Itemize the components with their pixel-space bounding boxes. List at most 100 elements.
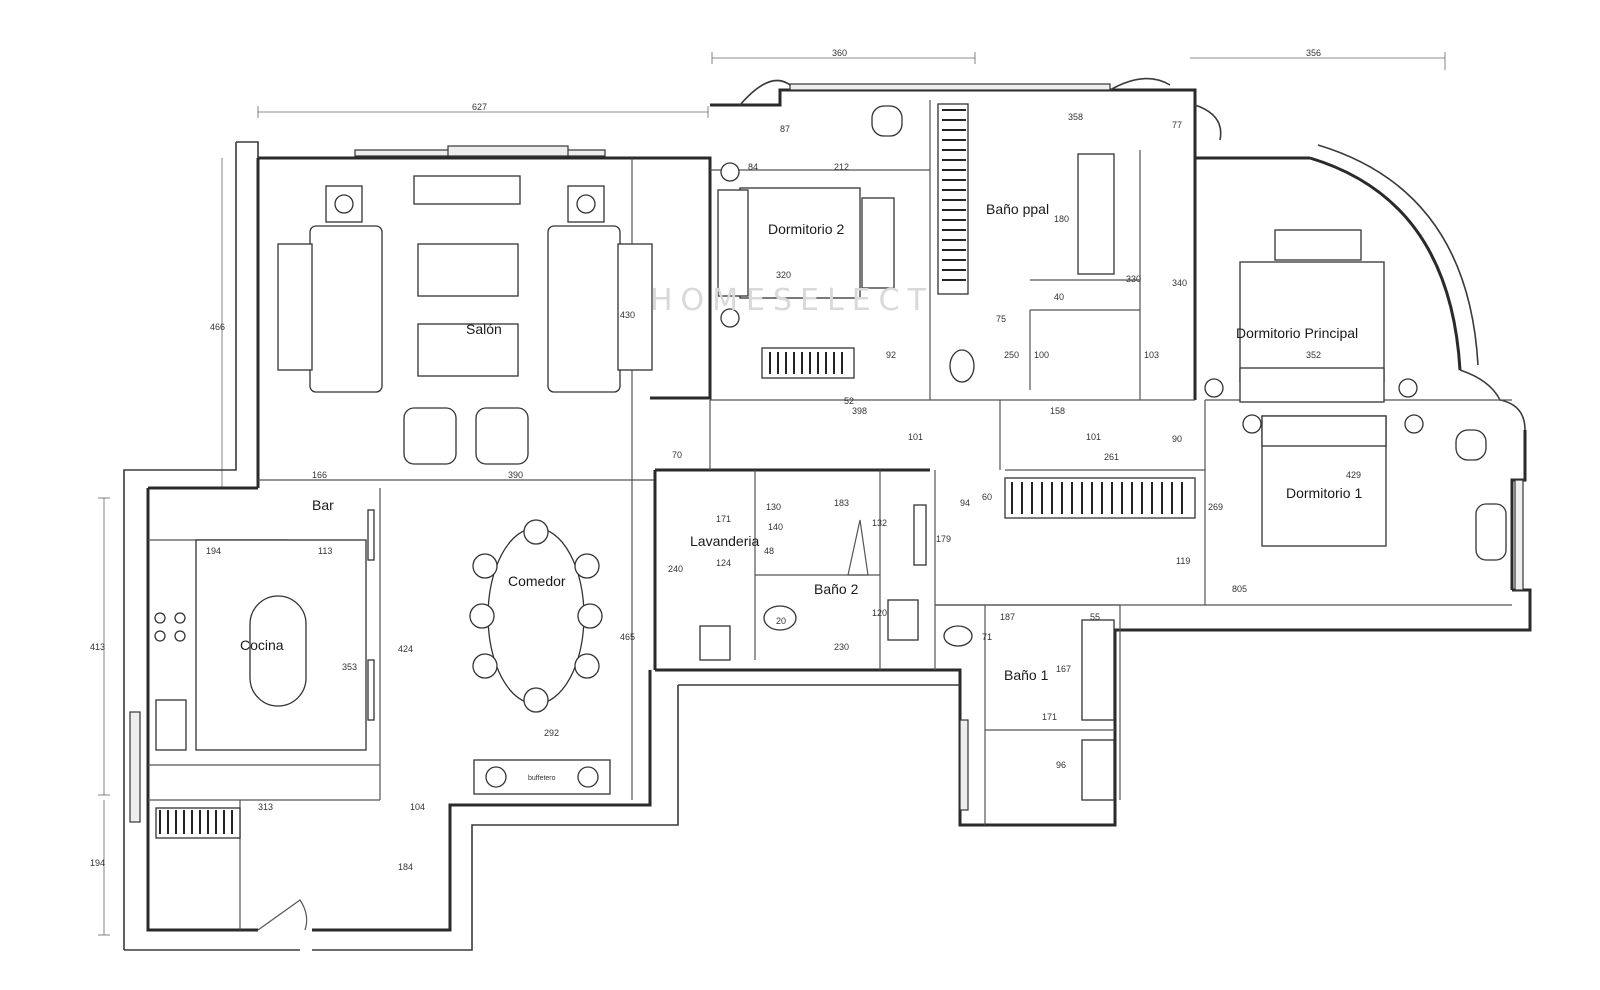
dining-furniture — [469, 519, 611, 795]
closet-2 — [761, 347, 855, 379]
toilet-bano1 — [943, 625, 973, 647]
dim-label: 171 — [1042, 712, 1057, 722]
dim-label: 120 — [872, 608, 887, 618]
dim-label: 340 — [1172, 278, 1187, 288]
dim-label: 20 — [776, 616, 786, 626]
armchair-1 — [1455, 429, 1487, 461]
dim-label: 184 — [398, 862, 413, 872]
dim-label: 194 — [90, 858, 105, 868]
room-label-lavanderia: Lavanderia — [690, 533, 759, 549]
dim-label: 124 — [716, 558, 731, 568]
dim-label: 75 — [996, 314, 1006, 324]
bed-principal-foot — [1239, 367, 1385, 403]
dim-label: 230 — [834, 642, 849, 652]
dim-label: 627 — [472, 102, 487, 112]
dim-label: 429 — [1346, 470, 1361, 480]
sofa-left-back — [277, 243, 313, 371]
lamp-icon — [334, 194, 354, 214]
toilet — [949, 349, 975, 383]
armchair-left — [403, 407, 457, 465]
dim-label: 40 — [1054, 292, 1064, 302]
dim-label: 353 — [342, 662, 357, 672]
room-label-bano-2: Baño 2 — [814, 581, 859, 597]
dim-label: 358 — [1068, 112, 1083, 122]
dim-label: 119 — [1176, 556, 1190, 566]
room-label-dormitorio-principal: Dormitorio Principal — [1236, 325, 1358, 341]
entry-door — [257, 899, 308, 931]
salon-furniture — [277, 175, 653, 465]
bar-door — [367, 509, 375, 561]
dim-label: 166 — [312, 470, 327, 480]
dim-label: 77 — [1172, 120, 1182, 130]
bed-principal — [1239, 261, 1385, 383]
lamp-icon — [576, 194, 596, 214]
dormitorio2-furniture — [717, 103, 1115, 383]
dim-label: 140 — [768, 522, 783, 532]
dim-label: 240 — [668, 564, 683, 574]
baths-furniture — [699, 504, 1115, 801]
dim-label: 413 — [90, 642, 105, 652]
dim-label: 194 — [206, 546, 221, 556]
dim-label: 71 — [982, 632, 992, 642]
dim-label: 187 — [1000, 612, 1015, 622]
dim-label: 261 — [1104, 452, 1119, 462]
washer — [699, 625, 731, 661]
sofa-left — [309, 225, 383, 393]
dim-label: 101 — [908, 432, 923, 442]
bedrooms-furniture — [1004, 229, 1507, 561]
kitchen-door — [367, 659, 375, 721]
dim-label: 292 — [544, 728, 559, 738]
windows — [129, 83, 1524, 823]
room-label-salon: Salón — [466, 321, 502, 337]
dim-label: 167 — [1056, 664, 1071, 674]
dim-label: 352 — [1306, 350, 1321, 360]
bed-2 — [739, 187, 861, 299]
room-label-bano-ppal: Baño ppal — [986, 201, 1049, 217]
dim-label: 103 — [1144, 350, 1159, 360]
room-label-bano-1: Baño 1 — [1004, 667, 1049, 683]
vanity — [1077, 153, 1115, 275]
closet-hatch — [942, 109, 966, 281]
dim-label: 183 — [834, 498, 849, 508]
room-label-dormitorio-1: Dormitorio 1 — [1286, 485, 1362, 501]
dim-label: 398 — [852, 406, 867, 416]
dim-label: 90 — [1172, 434, 1182, 444]
dim-label: 360 — [832, 48, 847, 58]
dim-label: 48 — [764, 546, 774, 556]
dim-label: 424 — [398, 644, 413, 654]
sink — [155, 699, 187, 751]
dim-label: 92 — [886, 350, 896, 360]
room-labels: Salón Dormitorio 2 Baño ppal Dormitorio … — [240, 201, 1362, 782]
dim-label: 101 — [1086, 432, 1101, 442]
closet-hatch — [769, 352, 843, 374]
coffee-table-1 — [417, 243, 519, 297]
rug-pattern — [413, 175, 521, 205]
sofa-right — [547, 225, 621, 393]
dim-label: 466 — [210, 322, 225, 332]
dim-label: 100 — [1034, 350, 1049, 360]
dim-label: 430 — [620, 310, 635, 320]
dim-label: 269 — [1208, 502, 1223, 512]
dim-label: 313 — [258, 802, 273, 812]
dim-label: 70 — [672, 450, 682, 460]
dim-label: 179 — [936, 534, 951, 544]
door-bano2 — [913, 504, 927, 566]
kitchen-furniture — [154, 509, 375, 931]
closet — [155, 807, 241, 839]
sofa-right-back — [617, 243, 653, 371]
closet-hatch — [159, 810, 233, 834]
toilet-bano2 — [763, 605, 797, 631]
dim-label: 330 — [1126, 274, 1141, 284]
bench-principal — [1274, 229, 1362, 261]
room-label-comedor: Comedor — [508, 573, 566, 589]
dim-label: 805 — [1232, 584, 1247, 594]
room-label-dormitorio-2: Dormitorio 2 — [768, 221, 844, 237]
dim-label: 60 — [982, 492, 992, 502]
kitchen-table — [249, 595, 307, 707]
dim-label: 180 — [1054, 214, 1069, 224]
dim-label: 171 — [716, 514, 731, 524]
dim-label: 94 — [960, 498, 970, 508]
dim-label: 87 — [780, 124, 790, 134]
sink-bano2 — [887, 599, 919, 641]
